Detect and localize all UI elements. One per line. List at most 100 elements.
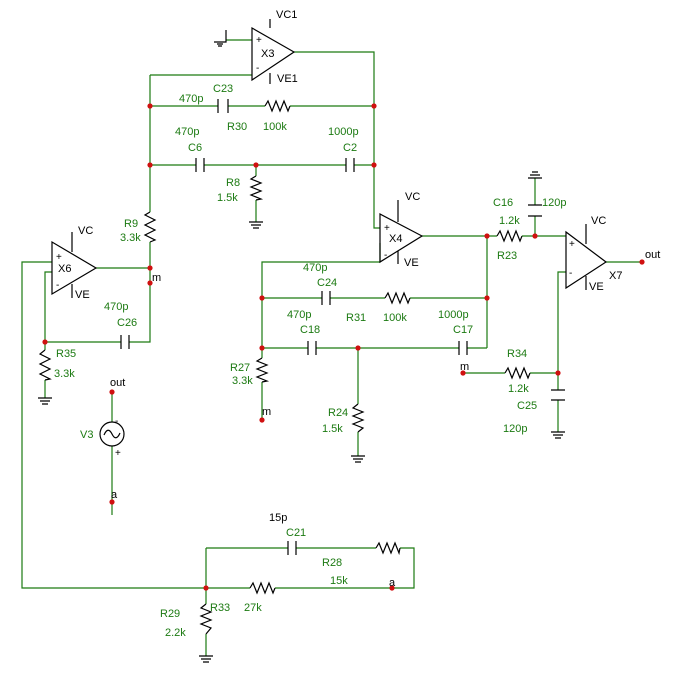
r35-value: 3.3k (54, 368, 75, 380)
ground-c25-icon (551, 431, 565, 439)
r30-name: R30 (227, 121, 247, 133)
source-v3-minus-sign: - (115, 416, 118, 427)
labels: X3 + - VC1 VE1 X4 + - VC VE X6 + - VC VE… (54, 9, 660, 639)
net-label-out-1: out (645, 249, 660, 261)
c18-name: C18 (300, 324, 320, 336)
c26-name: C26 (117, 317, 137, 329)
c2-name: C2 (343, 142, 357, 154)
capacitor-c17 (458, 341, 468, 355)
wire-x3-output (294, 51, 375, 166)
source-v3-circle (99, 421, 125, 447)
c17-value: 1000p (438, 309, 469, 321)
c23-value: 470p (179, 93, 203, 105)
resistor-r27 (255, 357, 270, 383)
opamp-x4-plus-sign: + (384, 223, 390, 234)
opamp-x7-name: X7 (609, 270, 622, 282)
net-label-out-2: out (110, 377, 125, 389)
c6-value: 470p (175, 126, 199, 138)
r31-name: R31 (346, 312, 366, 324)
c2-value: 1000p (328, 126, 359, 138)
r8-name: R8 (226, 177, 240, 189)
ground-r29-icon (199, 655, 213, 663)
r23-value: 1.2k (499, 215, 520, 227)
net-label-m-1: m (152, 272, 161, 284)
capacitor-c6 (195, 158, 205, 172)
opamp-x7-minus-sign: - (569, 268, 572, 279)
capacitor-c23 (217, 99, 229, 113)
c24-value: 470p (303, 262, 327, 274)
r28-value: 15k (330, 575, 348, 587)
opamp-x3-vee: VE1 (277, 73, 298, 85)
r34-name: R34 (507, 348, 527, 360)
resistor-r28 (375, 541, 401, 556)
resistor-r31 (384, 291, 411, 305)
capacitor-c21 (287, 541, 297, 555)
net-label-m-2: m (262, 406, 271, 418)
resistor-r9 (143, 211, 157, 243)
r33-value: 27k (244, 602, 262, 614)
wire-x6-output (96, 267, 151, 343)
opamp-x6-vee: VE (75, 289, 90, 301)
resistor-r29 (199, 603, 213, 635)
r24-value: 1.5k (322, 423, 343, 435)
ground-r35-icon (38, 397, 52, 405)
resistor-r35 (38, 349, 52, 381)
source-v3-plus-sign: + (115, 448, 121, 459)
wire-x7-minus (557, 271, 566, 390)
r34-value: 1.2k (508, 383, 529, 395)
c23-name: C23 (213, 83, 233, 95)
resistor-r23 (496, 229, 523, 243)
resistor-r24 (351, 403, 365, 433)
r27-name: R27 (230, 362, 250, 374)
resistor-r30 (264, 99, 291, 113)
r35-name: R35 (56, 348, 76, 360)
net-label-m-3: m (460, 361, 469, 373)
symbols (38, 19, 608, 663)
ground-x3-icon (214, 30, 227, 47)
opamp-x3-name: X3 (261, 48, 274, 60)
sine-wave-icon (103, 429, 121, 439)
ground-r24-icon (351, 455, 365, 463)
opamp-x3-minus-sign: - (256, 63, 259, 74)
r9-name: R9 (124, 218, 138, 230)
r23-name: R23 (497, 250, 517, 262)
opamp-x3-plus-sign: + (256, 35, 262, 46)
c16-value: 120p (542, 197, 566, 209)
opamp-x4-vee: VE (404, 257, 419, 269)
wire-x6-minus (44, 271, 121, 343)
capacitor-c2 (345, 158, 355, 172)
opamp-x6-triangle (51, 240, 98, 296)
opamp-x6-vcc: VC (78, 225, 93, 237)
opamp-x6-name: X6 (58, 263, 71, 275)
capacitor-c26 (120, 335, 130, 349)
capacitor-c24 (321, 291, 331, 305)
net-label-a-2: a (389, 577, 396, 589)
capacitor-c18 (307, 341, 317, 355)
r33-name: R33 (210, 602, 230, 614)
opamp-x7-vee: VE (589, 281, 604, 293)
wires (21, 39, 642, 656)
r29-name: R29 (160, 608, 180, 620)
r31-value: 100k (383, 312, 407, 324)
c21-name: C21 (286, 527, 306, 539)
opamp-x4-vcc: VC (405, 191, 420, 203)
r27-value: 3.3k (232, 375, 253, 387)
net-label-a-1: a (111, 489, 118, 501)
opamp-x4-minus-sign: - (384, 250, 387, 261)
wire-x4-plus (373, 165, 380, 229)
opamp-x7-plus-sign: + (569, 239, 575, 250)
r28-name: R28 (322, 557, 342, 569)
c16-name: C16 (493, 197, 513, 209)
c18-value: 470p (287, 309, 311, 321)
c24-name: C24 (317, 277, 337, 289)
resistor-r33 (249, 581, 276, 595)
r9-value: 3.3k (120, 232, 141, 244)
resistor-r34 (504, 366, 531, 380)
opamp-x4-triangle (379, 213, 424, 264)
c25-value: 120p (503, 423, 527, 435)
r24-name: R24 (328, 407, 348, 419)
opamp-x7-vcc: VC (591, 215, 606, 227)
wire-x6-plus-feedback (21, 261, 206, 589)
